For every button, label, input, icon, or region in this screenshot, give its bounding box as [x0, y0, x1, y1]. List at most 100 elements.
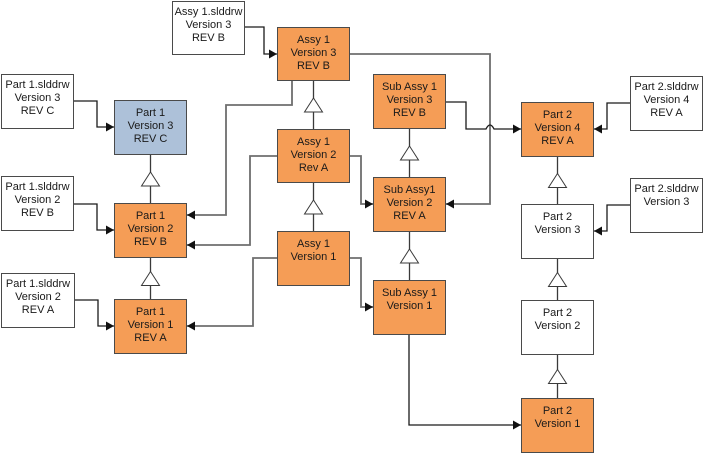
arrowhead-icon [365, 302, 373, 312]
reference-link [74, 203, 114, 235]
reference-link [75, 299, 114, 331]
reference-link [187, 257, 277, 331]
reference-link [245, 26, 277, 59]
node-label-line: Part 1 [135, 107, 166, 119]
node-label-line: Part 1 [135, 306, 166, 318]
node-label-line: Sub Assy 1 [381, 287, 438, 299]
version-link [303, 183, 324, 231]
generalization-arrow-icon [547, 271, 568, 287]
generalization-arrow-icon [303, 199, 324, 215]
node-label-line: Part 1 [135, 210, 166, 222]
node-label-line: REV B [296, 60, 330, 72]
arrowhead-icon [106, 122, 114, 132]
version-link [547, 259, 568, 300]
node-label-line: REV A [134, 332, 167, 344]
reference-link [594, 204, 630, 236]
node-label-line: Sub Assy 1 [381, 81, 438, 93]
version-link [140, 155, 161, 203]
node-label-line: Version 4 [643, 94, 690, 106]
reference-link [350, 53, 491, 209]
generalization-arrow-icon [399, 248, 420, 264]
reference-link [350, 155, 373, 209]
reference-link [408, 335, 521, 430]
node-label-line: REV B [392, 107, 426, 119]
version-link [303, 81, 324, 129]
node-label-line: REV A [21, 304, 55, 316]
node-label-line: Part 2.slddrw [634, 183, 699, 195]
node-label-line: Rev A [298, 162, 329, 174]
version-link [140, 258, 161, 299]
reference-link [187, 81, 293, 220]
node-label-line: Version 2 [534, 320, 581, 332]
version-link [547, 355, 568, 398]
reference-link [350, 257, 373, 312]
node-label-line: Part 2 [542, 211, 573, 223]
node-label-line: Version 3 [127, 120, 174, 132]
arrowhead-icon [106, 225, 114, 235]
node-label-line: REV C [133, 133, 168, 145]
node-label-line: REV B [20, 207, 54, 219]
node-label-line: Part 1.slddrw [5, 278, 71, 290]
node-label-line: Version 3 [643, 196, 690, 208]
generalization-arrow-icon [140, 270, 161, 286]
node-label-line: Part 1.slddrw [5, 79, 70, 91]
node-label-line: Version 2 [15, 291, 61, 303]
node-label-line: Part 2 [542, 307, 573, 319]
generalization-arrow-icon [547, 172, 568, 188]
reference-link [594, 102, 630, 134]
node-label-line: REV B [191, 32, 225, 44]
node-label-line: Assy 1.slddrw [174, 6, 243, 18]
arrowhead-icon [513, 124, 521, 134]
node-label-line: REV A [393, 210, 426, 222]
node-label-line: Assy 1 [296, 34, 330, 46]
arrowhead-icon [269, 49, 277, 59]
generalization-arrow-icon [547, 368, 568, 384]
arrowhead-icon [365, 199, 373, 209]
node-label-line: Version 3 [14, 92, 61, 104]
node-label-line: Version 4 [534, 122, 581, 134]
node-label-line: REV A [541, 135, 574, 147]
generalization-arrow-icon [399, 145, 420, 161]
node-label-line: Version 2 [127, 223, 174, 235]
node-label-line: Assy 1 [296, 238, 330, 250]
reference-link [446, 101, 521, 134]
reference-link [74, 100, 114, 132]
version-link [399, 129, 420, 177]
node-label-line: Version 3 [290, 47, 337, 59]
node-label-line: Version 2 [290, 149, 337, 161]
arrowhead-icon [187, 210, 195, 220]
node-label-line: Sub Assy1 [383, 184, 436, 196]
node-label-line: Version 2 [14, 194, 61, 206]
node-label-line: Part 2 [542, 405, 573, 417]
node-label-line: REV B [133, 236, 167, 248]
node-label-line: Version 3 [185, 19, 232, 31]
node-label-line: Assy 1 [296, 136, 330, 148]
arrowhead-icon [594, 124, 602, 134]
version-link [399, 232, 420, 280]
arrowhead-icon [106, 321, 114, 331]
node-label-line: Part 1.slddrw [5, 181, 70, 193]
node-label-line: Part 2.slddrw [634, 81, 699, 93]
node-label-line: Version 2 [386, 197, 433, 209]
node-label-line: Version 3 [386, 94, 433, 106]
